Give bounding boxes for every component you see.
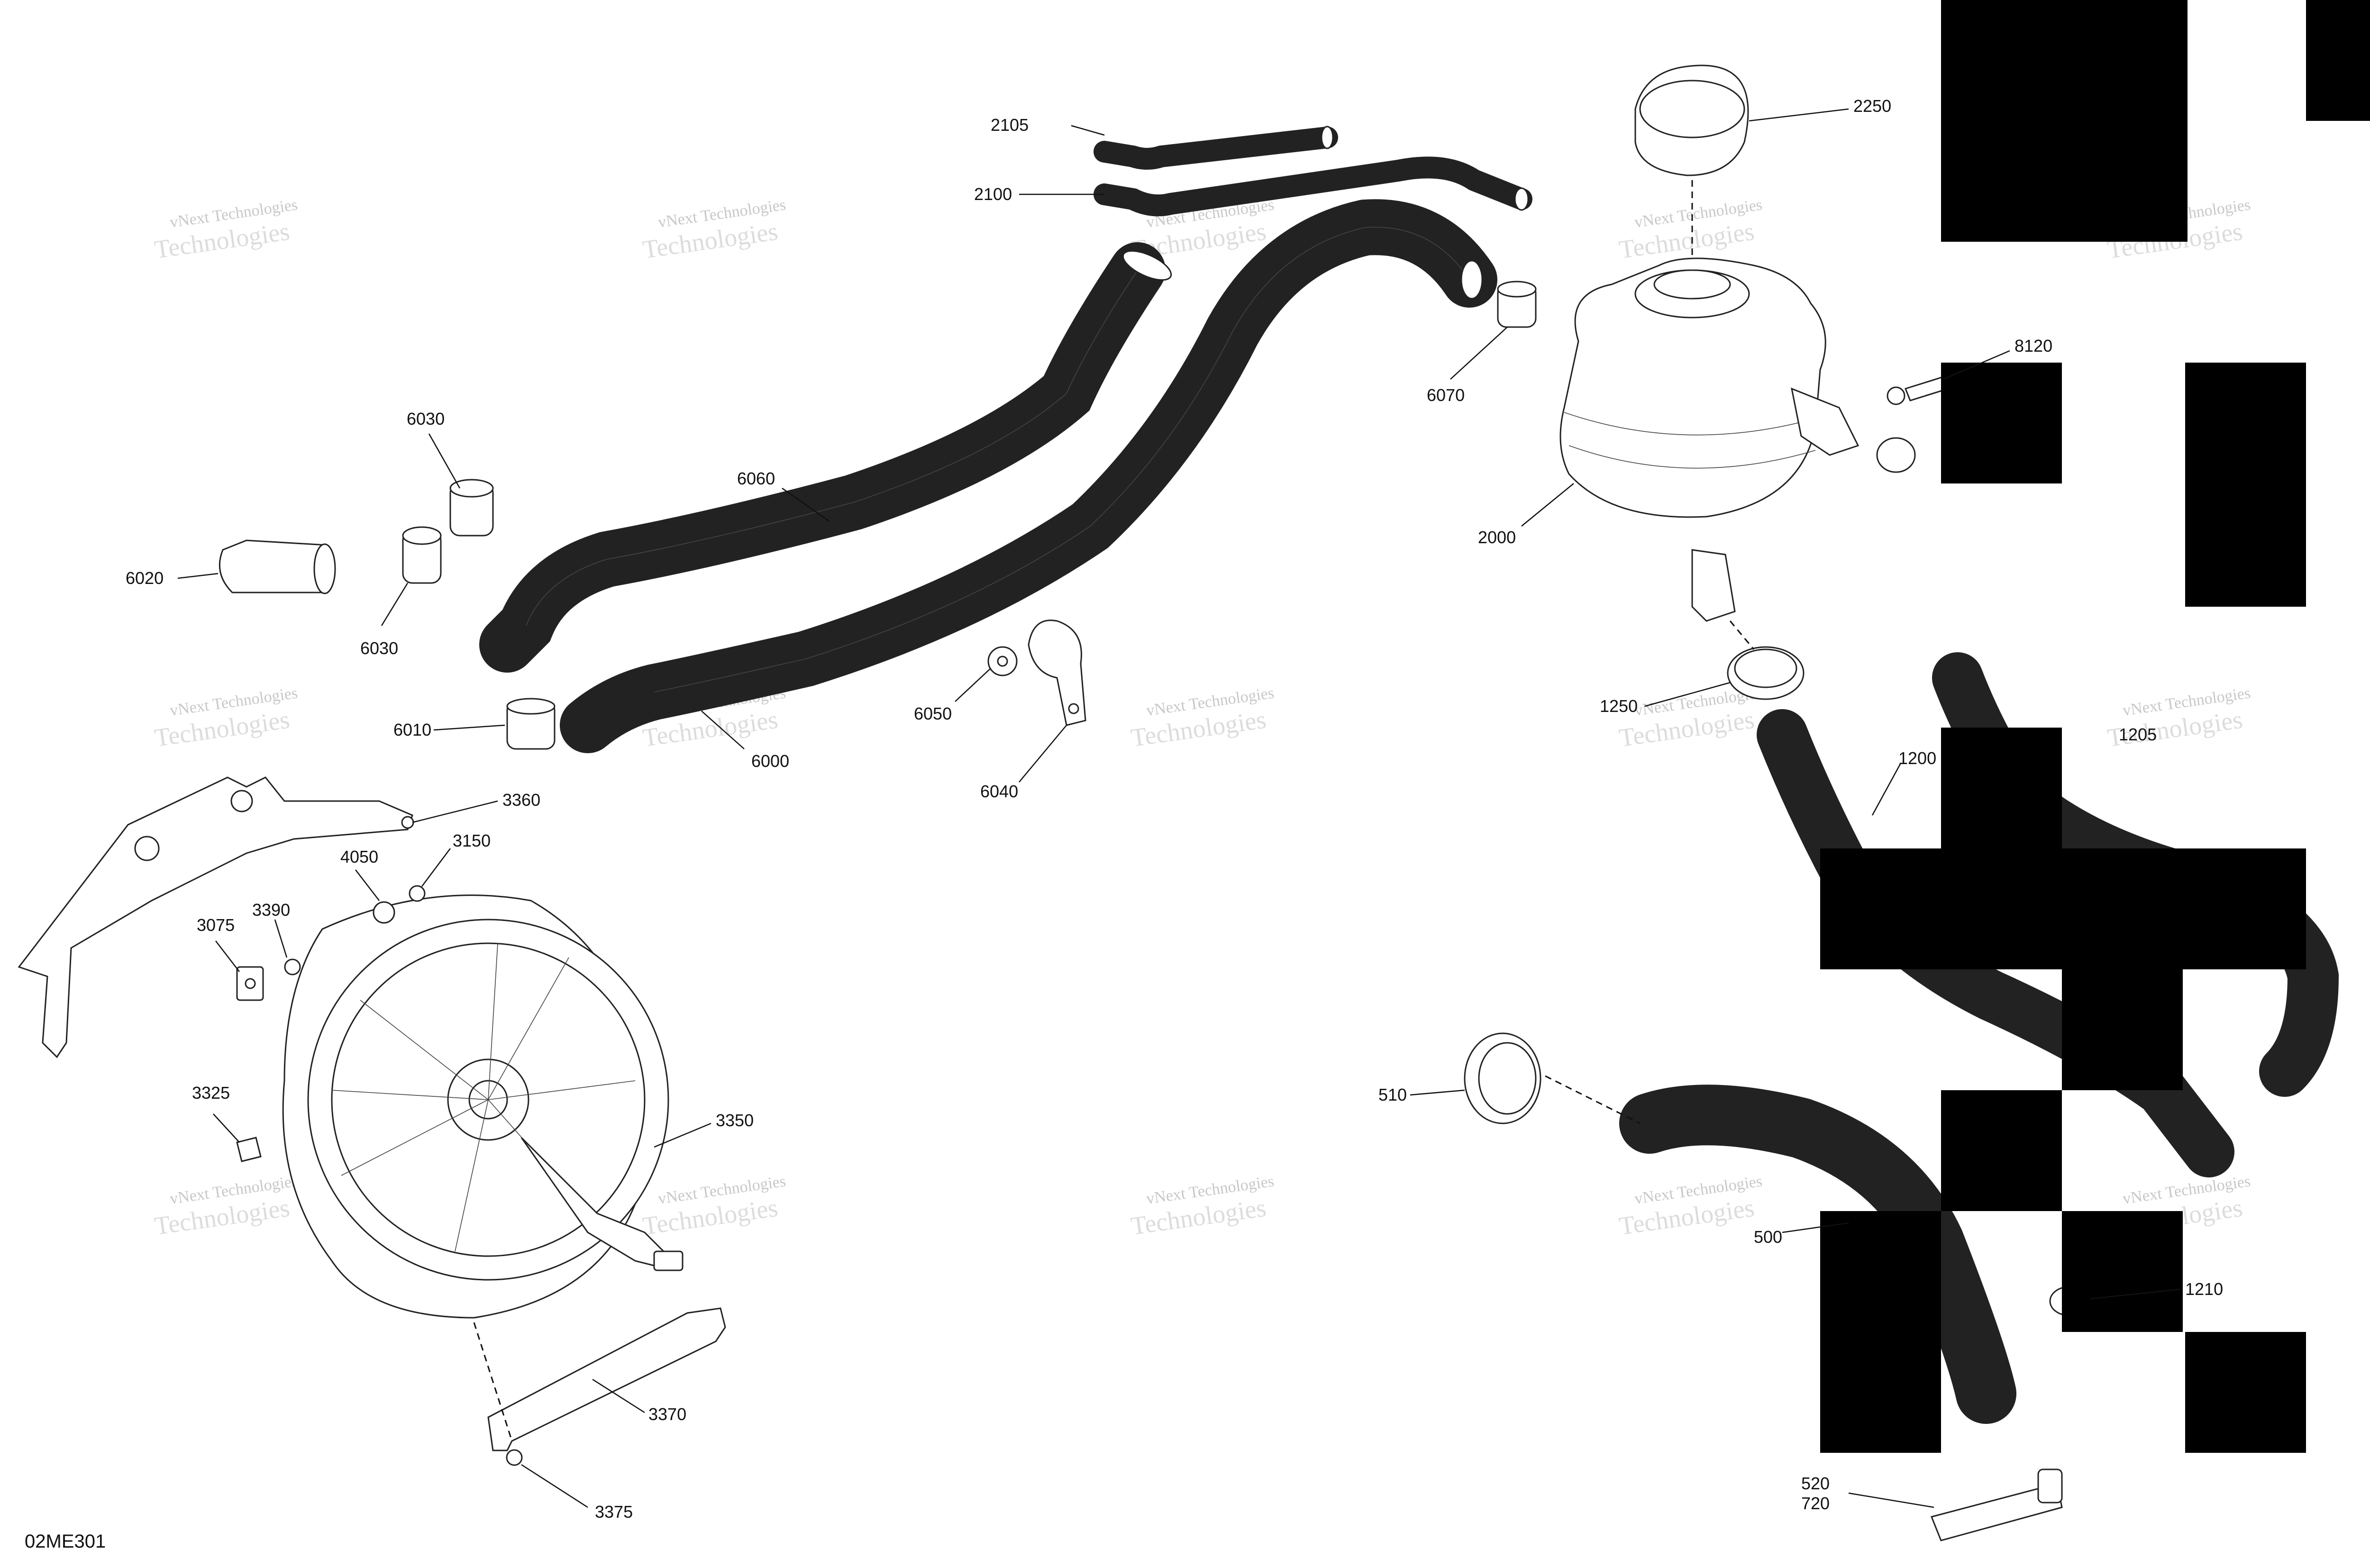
label-4050: 4050 bbox=[340, 847, 378, 866]
screw-8120 bbox=[1887, 376, 1949, 405]
label-1250: 1250 bbox=[1600, 696, 1638, 716]
leader-lines bbox=[177, 108, 2181, 1508]
label-6070: 6070 bbox=[1427, 385, 1465, 405]
reservoir-outlet-line bbox=[1729, 620, 1755, 650]
label-2000: 2000 bbox=[1478, 528, 1516, 547]
label-6030-lower: 6030 bbox=[360, 638, 398, 658]
bolt-3150 bbox=[409, 885, 426, 902]
clamp-6010 bbox=[506, 698, 556, 750]
hose-6000 bbox=[560, 199, 1497, 753]
label-6050: 6050 bbox=[914, 704, 952, 723]
clamp-6030-lower bbox=[402, 526, 442, 584]
label-3350: 3350 bbox=[716, 1111, 754, 1130]
washer-4050 bbox=[373, 901, 395, 924]
label-6000: 6000 bbox=[751, 751, 789, 771]
label-3150: 3150 bbox=[453, 831, 491, 850]
clip-3325 bbox=[236, 1137, 262, 1162]
label-6030-upper: 6030 bbox=[407, 409, 445, 428]
fan-3350 bbox=[282, 894, 684, 1319]
screw-3390 bbox=[284, 958, 301, 975]
label-500: 500 bbox=[1754, 1227, 1782, 1247]
clamp-520-720 bbox=[1930, 1468, 2063, 1541]
reservoir-2000 bbox=[1559, 257, 1860, 622]
fan-bracket-alignment bbox=[473, 1322, 513, 1441]
diagram-code: 02ME301 bbox=[25, 1531, 106, 1552]
nut-3375 bbox=[506, 1449, 523, 1466]
label-1205: 1205 bbox=[2119, 725, 2157, 744]
label-3075: 3075 bbox=[197, 915, 235, 935]
bracket-6040 bbox=[1028, 620, 1086, 726]
fitting-6050 bbox=[987, 646, 1018, 676]
label-510: 510 bbox=[1378, 1085, 1407, 1104]
fitting-6020 bbox=[219, 539, 336, 594]
hose-500 bbox=[1619, 1085, 2016, 1424]
bracket-3370 bbox=[487, 1307, 726, 1451]
redaction-blocks bbox=[1820, 0, 2370, 1453]
clamp-510-alignment bbox=[1545, 1075, 1641, 1124]
label-3360: 3360 bbox=[502, 790, 540, 810]
clamp-6070 bbox=[1497, 281, 1537, 328]
label-720: 720 bbox=[1801, 1494, 1830, 1513]
label-3370: 3370 bbox=[648, 1404, 686, 1424]
clamp-right bbox=[1876, 437, 1916, 473]
label-2100: 2100 bbox=[974, 184, 1012, 204]
hose-2100 bbox=[1094, 156, 1532, 217]
label-3375: 3375 bbox=[595, 1502, 633, 1522]
label-6020: 6020 bbox=[126, 568, 164, 588]
label-1210: 1210 bbox=[2185, 1279, 2223, 1299]
label-6010: 6010 bbox=[393, 720, 431, 739]
label-6060: 6060 bbox=[737, 469, 775, 488]
label-2105: 2105 bbox=[991, 115, 1029, 135]
label-8120: 8120 bbox=[2014, 336, 2052, 356]
label-3325: 3325 bbox=[192, 1083, 230, 1103]
hose-2105 bbox=[1094, 126, 1338, 170]
bracket-3360 bbox=[18, 776, 414, 1058]
label-6040: 6040 bbox=[980, 782, 1018, 801]
label-2250: 2250 bbox=[1853, 96, 1891, 116]
clamp-510 bbox=[1464, 1032, 1541, 1124]
hose-6060 bbox=[479, 242, 1172, 673]
clamp-6030-upper bbox=[449, 479, 494, 537]
clip-3075 bbox=[236, 966, 264, 1001]
cap-2250 bbox=[1634, 64, 1749, 176]
label-1200: 1200 bbox=[1898, 748, 1936, 768]
clamp-1250 bbox=[1727, 646, 1805, 700]
label-520: 520 bbox=[1801, 1474, 1830, 1493]
part-labels: 2105 2100 2250 8120 6070 2000 6030 6030 … bbox=[25, 96, 2223, 1552]
label-3390: 3390 bbox=[252, 900, 290, 920]
